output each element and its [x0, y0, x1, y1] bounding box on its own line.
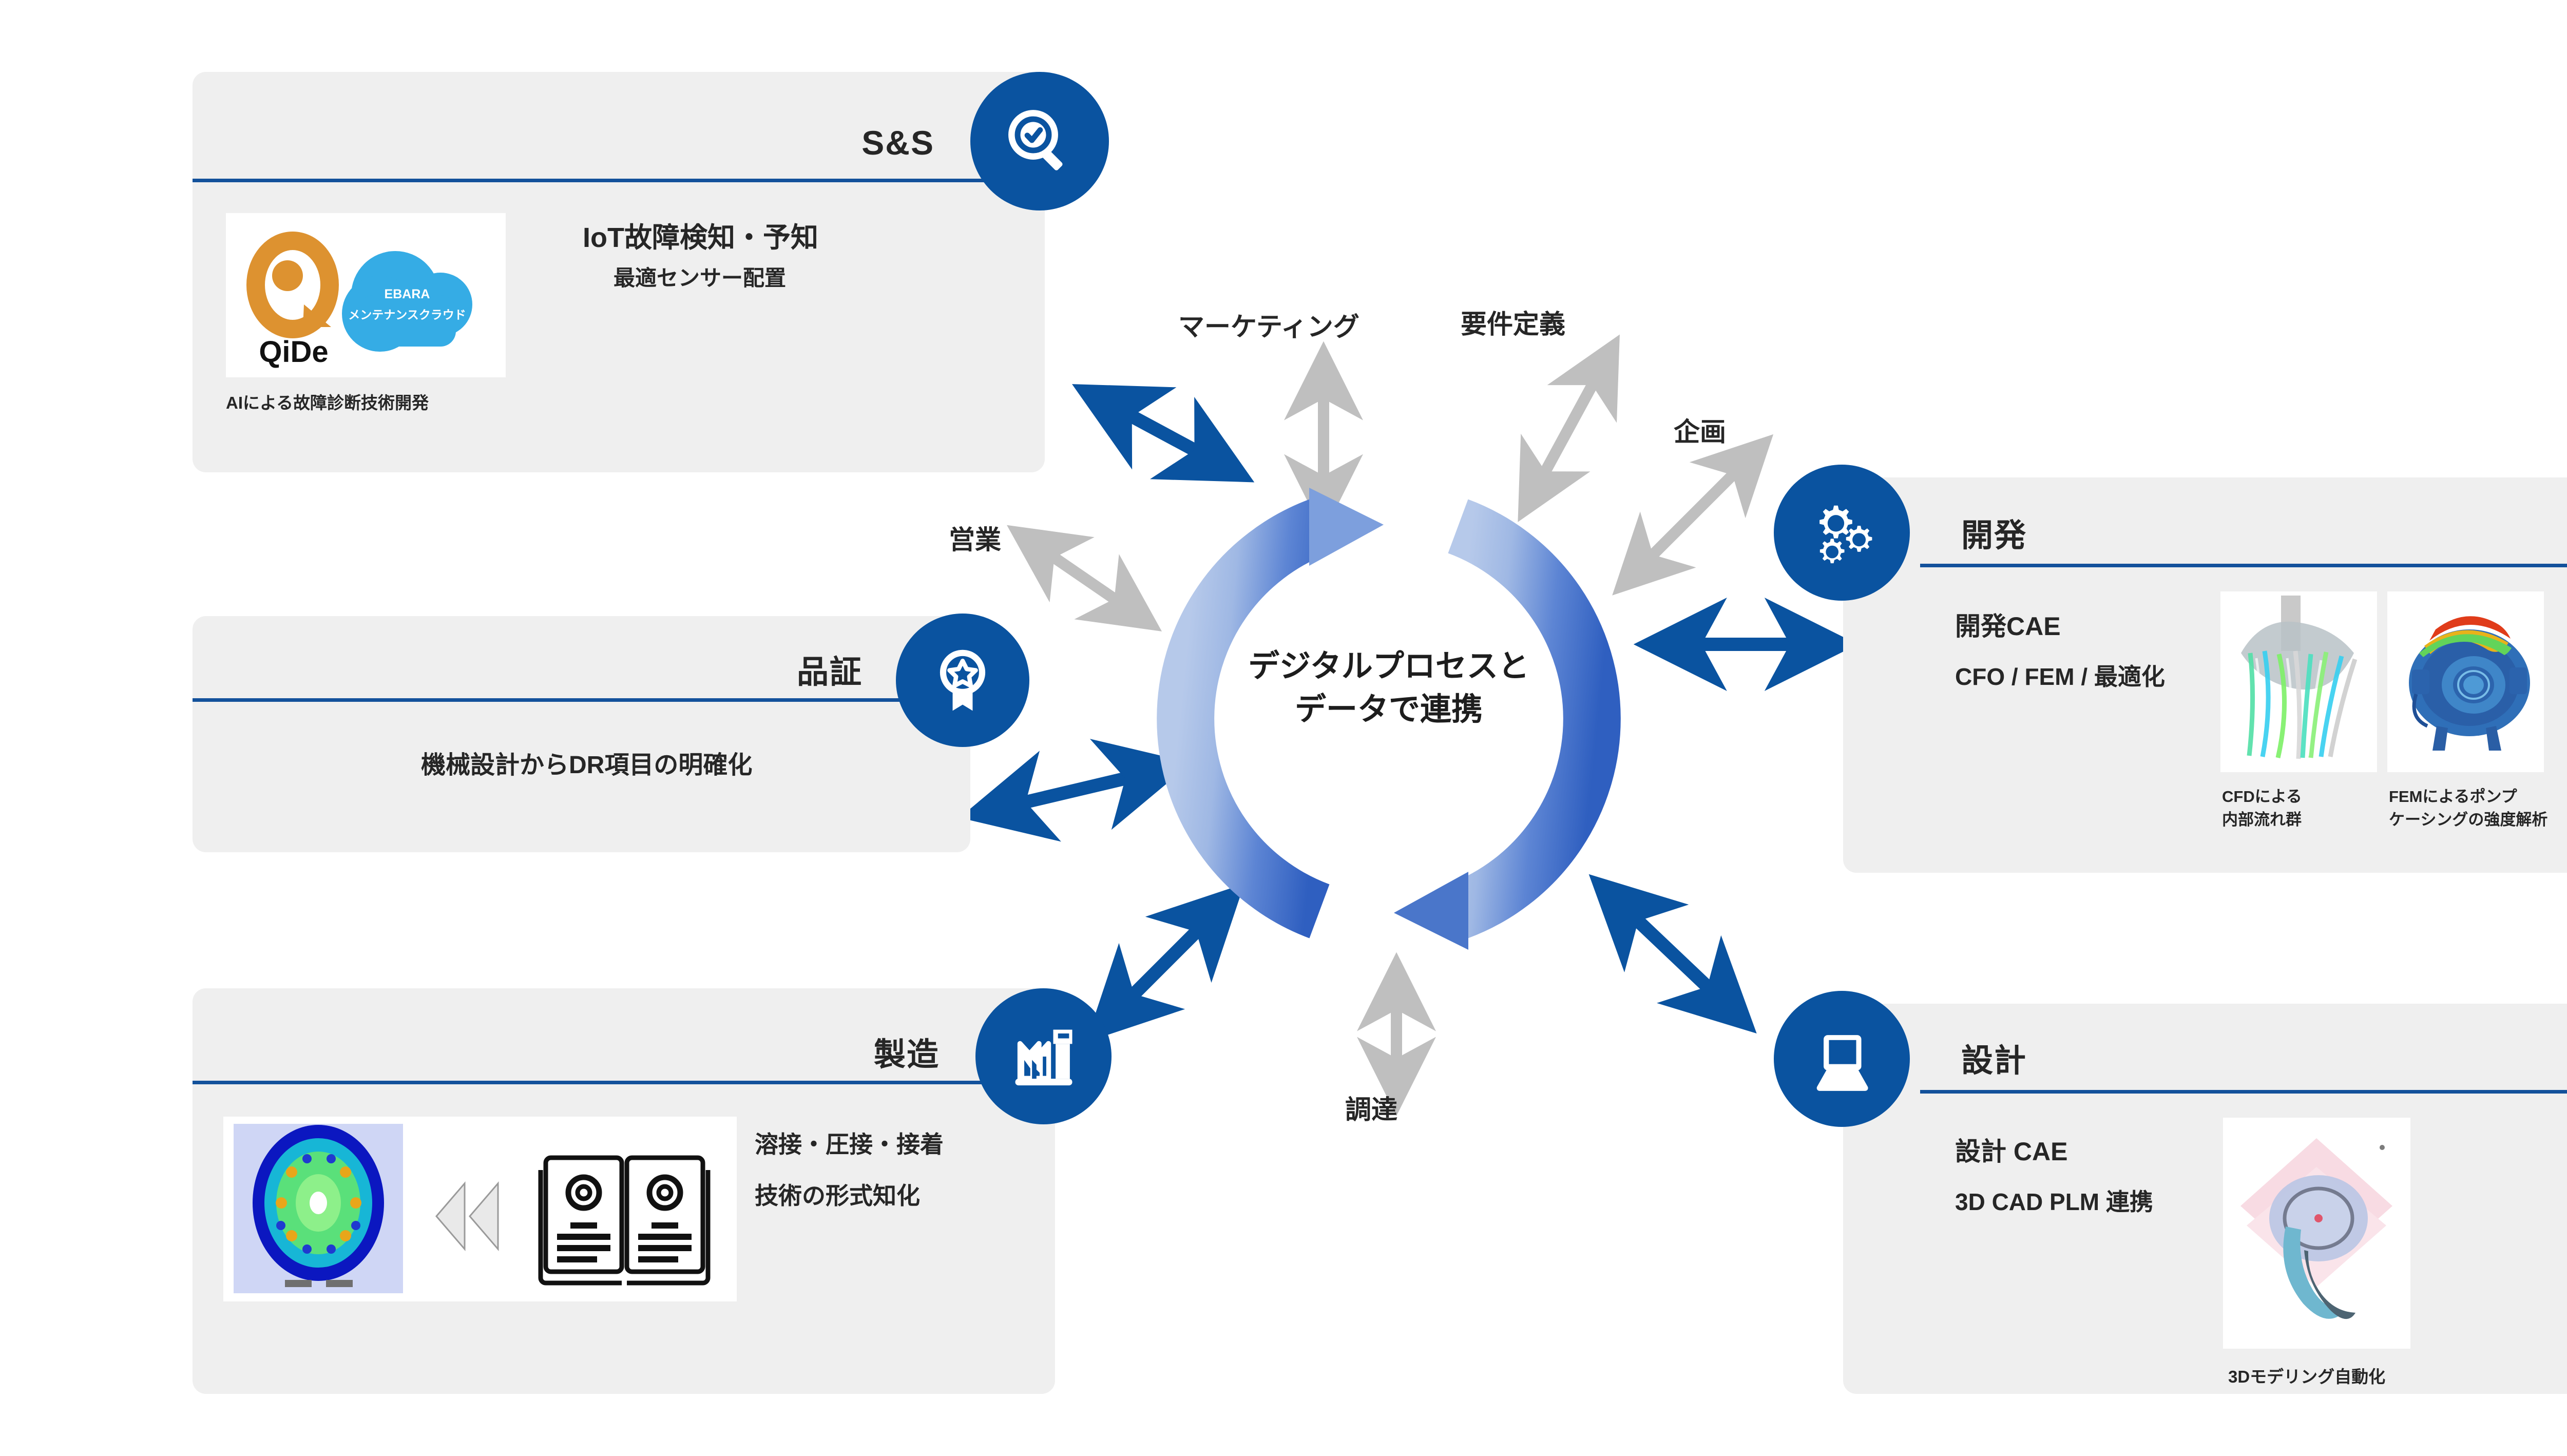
- card-manufacturing-line1: 溶接・圧接・接着: [755, 1131, 944, 1158]
- card-development-line1: 開発CAE: [1955, 612, 2061, 641]
- svg-text:EBARA: EBARA: [385, 287, 430, 301]
- card-ss-logo-image: QiDe EBARA メンテナンスクラウド: [226, 213, 506, 377]
- gears-icon: [1819, 505, 1872, 563]
- card-quality[interactable]: 品証 機械設計からDR項目の明確化: [193, 616, 970, 852]
- ring-label-requirements: 要件定義: [1461, 310, 1566, 339]
- card-ss-caption: AIによる故障診断技術開発: [226, 393, 429, 412]
- card-manufacturing-image: [223, 1117, 737, 1301]
- card-manufacturing-title: 製造: [873, 1037, 940, 1072]
- arrow-planning: [1612, 434, 1774, 596]
- card-ss-badge[interactable]: [970, 72, 1109, 210]
- qide-logo: QiDe: [246, 232, 339, 369]
- card-quality-body: 機械設計からDR項目の明確化: [421, 752, 753, 779]
- card-development-badge[interactable]: [1774, 465, 1910, 601]
- ring-label-planning: 企画: [1674, 417, 1727, 447]
- cycle-ring: [1157, 488, 1621, 950]
- card-ss-line1: IoT故障検知・予知: [583, 222, 818, 253]
- card-design-line1: 設計 CAE: [1955, 1137, 2068, 1166]
- svg-text:QiDe: QiDe: [259, 335, 328, 369]
- card-ss-line2: 最適センサー配置: [614, 266, 787, 290]
- card-design-line2: 3D CAD PLM 連携: [1955, 1189, 2153, 1215]
- card-design-thumb: [2223, 1118, 2410, 1349]
- card-development[interactable]: 開発 開発CAE CFO / FEM / 最適化: [1843, 477, 2567, 873]
- card-quality-divider: [193, 698, 970, 702]
- card-development-title: 開発: [1961, 518, 2027, 553]
- fem-cap-line2: ケーシングの強度解析: [2389, 810, 2548, 829]
- card-development-thumb-fem: [2387, 591, 2544, 772]
- card-development-line2: CFO / FEM / 最適化: [1955, 663, 2165, 690]
- card-development-thumb-cfd: [2220, 591, 2377, 772]
- award-medal-icon: [940, 649, 986, 711]
- factory-chart-icon: [1015, 1029, 1072, 1085]
- fem-cap-line1: FEMによるポンプ: [2389, 788, 2517, 806]
- ring-center-line1: デジタルプロセスと: [1248, 648, 1529, 683]
- ring-center-line2: データで連携: [1294, 692, 1483, 727]
- card-development-thumb-cfd-caption: CFDによる 内部流れ群: [2222, 786, 2371, 832]
- svg-text:メンテナンスクラウド: メンテナンスクラウド: [348, 308, 466, 321]
- card-quality-badge[interactable]: [896, 614, 1029, 747]
- arrow-to-ss: [1072, 384, 1255, 483]
- card-design[interactable]: 設計 設計 CAE 3D CAD PLM 連携 3Dモデリング自動化: [1843, 1004, 2567, 1394]
- arrow-sales: [1007, 525, 1162, 631]
- card-ss[interactable]: S&S QiDe EBARA メンテナンスクラウド: [193, 72, 1045, 472]
- gear-glyph-left: [565, 1174, 602, 1211]
- ebara-cloud-logo: EBARA メンテナンスクラウド: [342, 251, 472, 352]
- cfd-cap-line2: 内部流れ群: [2222, 810, 2302, 829]
- magnifier-check-icon: [1008, 110, 1063, 170]
- card-quality-title: 品証: [796, 655, 863, 690]
- double-chevron-left-icon: [435, 1181, 499, 1252]
- cfd-cap-line1: CFDによる: [2222, 788, 2302, 806]
- knowledge-book-icon: [538, 1155, 711, 1286]
- ring-label-marketing: マーケティング: [1178, 312, 1359, 341]
- card-manufacturing-badge[interactable]: [975, 988, 1112, 1124]
- card-development-divider: [1920, 564, 2567, 567]
- fem-disc-thumbnail: [234, 1124, 403, 1293]
- card-ss-title: S&S: [861, 124, 934, 162]
- ring-center-text: デジタルプロセスと データで連携: [1127, 644, 1651, 731]
- card-ss-divider: [193, 179, 1045, 182]
- card-design-divider: [1920, 1090, 2567, 1094]
- card-design-badge[interactable]: [1774, 991, 1910, 1127]
- ring-label-sales: 営業: [949, 525, 1002, 554]
- gear-glyph-right: [646, 1174, 683, 1211]
- card-design-title: 設計: [1961, 1043, 2027, 1079]
- card-design-thumb-caption: 3Dモデリング自動化: [2228, 1367, 2386, 1386]
- card-manufacturing-line2: 技術の形式知化: [755, 1182, 920, 1209]
- card-manufacturing-divider: [193, 1081, 1055, 1084]
- laptop-icon: [1816, 1034, 1868, 1091]
- ring-label-procurement: 調達: [1345, 1095, 1398, 1124]
- card-development-thumb-fem-caption: FEMによるポンプ ケーシングの強度解析: [2389, 786, 2558, 832]
- card-manufacturing[interactable]: 製造: [193, 988, 1055, 1394]
